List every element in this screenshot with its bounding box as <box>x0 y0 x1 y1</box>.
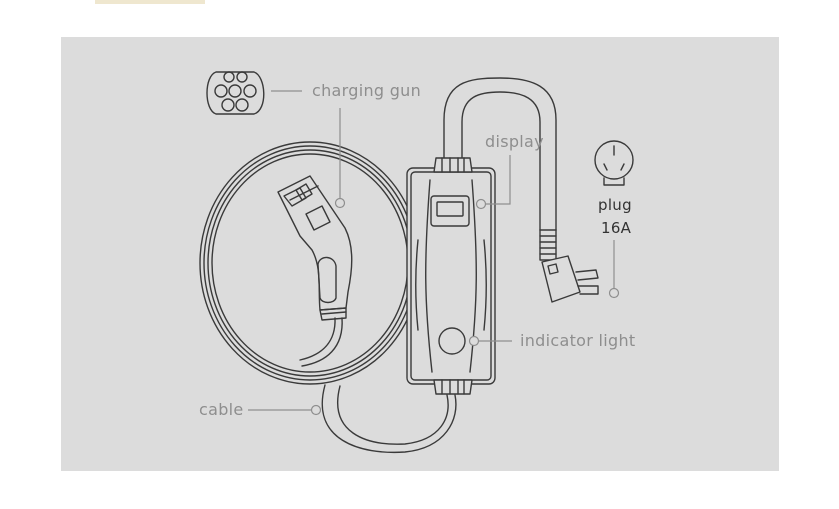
top-accent-bar <box>95 0 205 4</box>
leader-display <box>486 155 511 205</box>
dot-cable <box>310 404 322 416</box>
label-cable: cable <box>199 400 244 419</box>
label-plug-rating: 16A <box>601 219 632 237</box>
dot-plug <box>608 287 620 299</box>
gun-cable <box>299 317 336 361</box>
dot-indicator-light <box>468 335 480 347</box>
label-plug: plug <box>598 196 632 214</box>
label-indicator-light: indicator light <box>520 331 636 350</box>
plug-head <box>541 255 599 303</box>
display-screen <box>436 201 464 217</box>
box-collar-top <box>433 157 473 173</box>
label-display: display <box>485 132 544 151</box>
label-charging-gun: charging gun <box>312 81 422 100</box>
plug-strain-relief <box>539 229 557 261</box>
connector-face-icon <box>206 71 265 115</box>
dot-charging-gun <box>334 197 346 209</box>
display-frame <box>430 195 470 227</box>
charging-gun <box>277 175 353 321</box>
plug-socket-icon <box>594 140 634 186</box>
bottom-cable <box>321 384 457 454</box>
dot-display <box>475 198 487 210</box>
plug-cable <box>443 77 557 231</box>
box-collar-bottom <box>433 379 473 395</box>
indicator-light-circle <box>438 327 466 355</box>
